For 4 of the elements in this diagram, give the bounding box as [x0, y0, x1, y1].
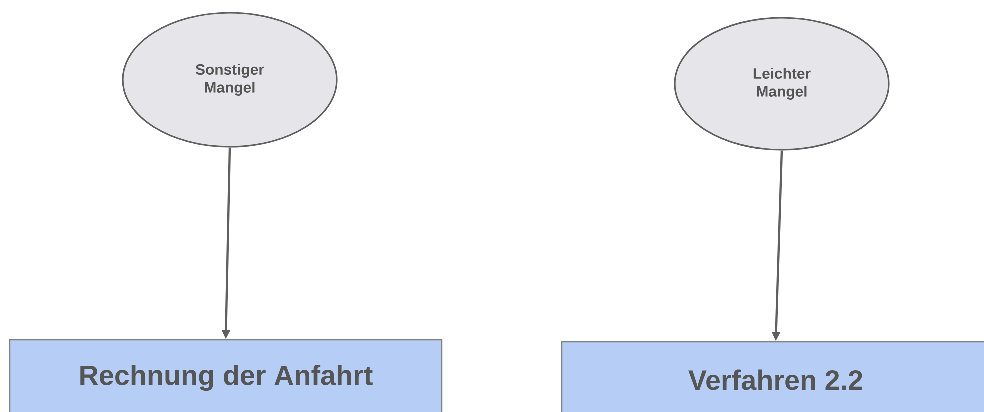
ellipse-node: Leichter Mangel — [674, 17, 890, 151]
process-box: Rechnung der Anfahrt — [9, 339, 443, 412]
process-box: Verfahren 2.2 — [561, 341, 984, 412]
ellipse-node: Sonstiger Mangel — [122, 12, 338, 148]
